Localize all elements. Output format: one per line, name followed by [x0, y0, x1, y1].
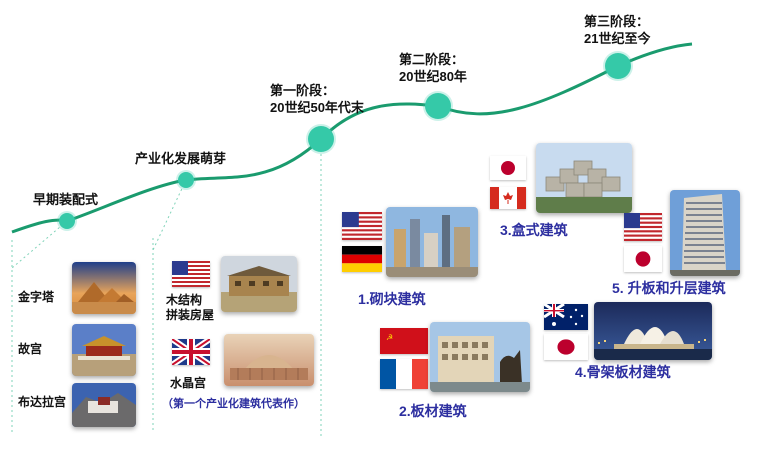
ussr-flag: ☭	[380, 328, 428, 354]
stage-title: 产业化发展萌芽	[135, 151, 227, 166]
milestone-germination	[178, 172, 194, 188]
stage-subtitle: 20世纪80年	[399, 69, 467, 84]
system-label: 4.骨架板材建筑	[575, 364, 671, 380]
system-label: 5. 升板和升层建筑	[612, 280, 726, 296]
stage-label-germination: 产业化发展萌芽	[135, 150, 226, 167]
stage-title: 第三阶段：	[584, 14, 650, 29]
canada-flag	[490, 187, 526, 209]
system-label: 1.砌块建筑	[358, 291, 426, 307]
opera-house-photo	[594, 302, 712, 360]
germination-note: （第一个产业化建筑代表作）	[162, 398, 305, 410]
wooden-house-photo	[221, 256, 297, 312]
usa-flag	[342, 212, 382, 240]
germination-item-label: 水晶宫	[170, 376, 207, 390]
milestone-stage-3	[605, 53, 631, 79]
early-item-label: 故宫	[18, 342, 43, 356]
germany-flag	[342, 246, 382, 272]
milestone-stage-2	[425, 93, 451, 119]
usa-flag	[624, 213, 662, 241]
early-item-label: 布达拉宫	[18, 395, 67, 409]
box-building-photo	[536, 143, 632, 213]
france-flag	[380, 359, 428, 389]
system-label: 2.板材建筑	[399, 403, 467, 419]
stage-label-1: 第一阶段： 20世纪50年代末	[270, 82, 364, 116]
japan-flag	[624, 246, 662, 272]
uk-flag	[172, 339, 210, 365]
early-item-label: 金字塔	[18, 290, 55, 304]
stage-title: 第二阶段：	[399, 52, 465, 67]
stage-label-early: 早期装配式	[33, 191, 98, 208]
germination-item-label: 木结构 拼装房屋	[166, 293, 215, 322]
crystal-palace-photo	[224, 334, 314, 386]
pyramids-photo	[72, 262, 136, 314]
australia-flag	[544, 304, 588, 330]
stage-subtitle: 20世纪50年代末	[270, 100, 364, 115]
lift-slab-building-photo	[670, 190, 740, 276]
panel-building-photo	[430, 322, 530, 392]
japan-flag	[490, 156, 526, 180]
japan-flag	[544, 334, 588, 360]
stage-title: 第一阶段：	[270, 83, 336, 98]
block-building-photo	[386, 207, 478, 277]
stage-label-2: 第二阶段： 20世纪80年	[399, 51, 467, 85]
usa-flag	[172, 261, 210, 287]
milestone-stage-1	[308, 126, 334, 152]
forbidden-city-photo	[72, 324, 136, 376]
stage-subtitle: 21世纪至今	[584, 31, 651, 46]
potala-palace-photo	[72, 383, 136, 427]
guide-line-early	[11, 220, 68, 269]
system-label: 3.盒式建筑	[500, 222, 568, 238]
guide-line-germination	[152, 179, 187, 251]
stage-title: 早期装配式	[33, 192, 99, 207]
milestone-early	[59, 213, 75, 229]
stage-label-3: 第三阶段： 21世纪至今	[584, 13, 650, 47]
svg-text:☭: ☭	[386, 333, 393, 342]
